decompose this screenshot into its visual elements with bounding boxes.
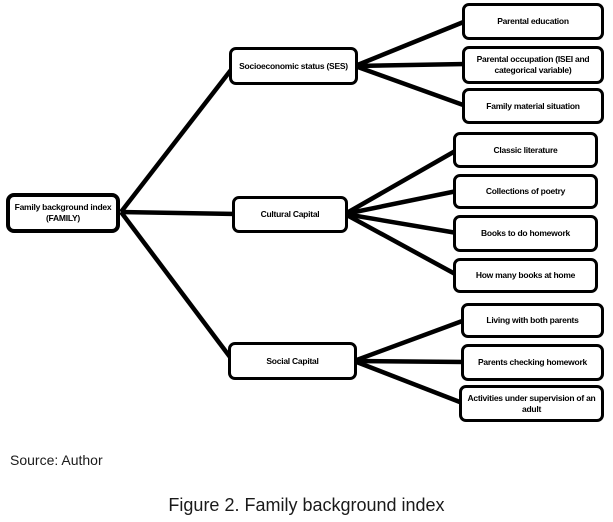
connector	[343, 148, 459, 216]
connector	[344, 188, 458, 217]
node-cultural-capital: Cultural Capital	[232, 196, 348, 233]
node-books-to-do-homework: Books to do homework	[453, 215, 598, 252]
connector	[343, 212, 459, 277]
node-family-background-index: Family background index (FAMILY)	[6, 193, 120, 233]
connector	[119, 210, 235, 363]
connector	[344, 211, 458, 236]
source-note: Source: Author	[10, 452, 103, 468]
node-parental-education: Parental education	[462, 3, 604, 40]
connector	[354, 18, 467, 69]
node-parental-occupation: Parental occupation (ISEI and categorica…	[462, 46, 604, 84]
connector	[119, 64, 236, 214]
connector	[120, 209, 238, 217]
node-activities-under-supervision: Activities under supervision of an adult	[459, 385, 604, 422]
node-living-with-both-parents: Living with both parents	[461, 303, 604, 338]
figure-caption: Figure 2. Family background index	[168, 495, 445, 515]
node-socioeconomic-status: Socioeconomic status (SES)	[229, 47, 358, 85]
connector	[354, 63, 467, 109]
node-collections-of-poetry: Collections of poetry	[453, 174, 598, 209]
node-family-material-situation: Family material situation	[462, 88, 604, 124]
connector	[354, 61, 467, 69]
connector	[353, 358, 466, 365]
node-parents-checking-homework: Parents checking homework	[461, 344, 604, 381]
connector	[353, 317, 466, 364]
node-social-capital: Social Capital	[228, 342, 357, 380]
connector	[353, 358, 466, 407]
node-how-many-books-at-home: How many books at home	[453, 258, 598, 293]
node-classic-literature: Classic literature	[453, 132, 598, 168]
